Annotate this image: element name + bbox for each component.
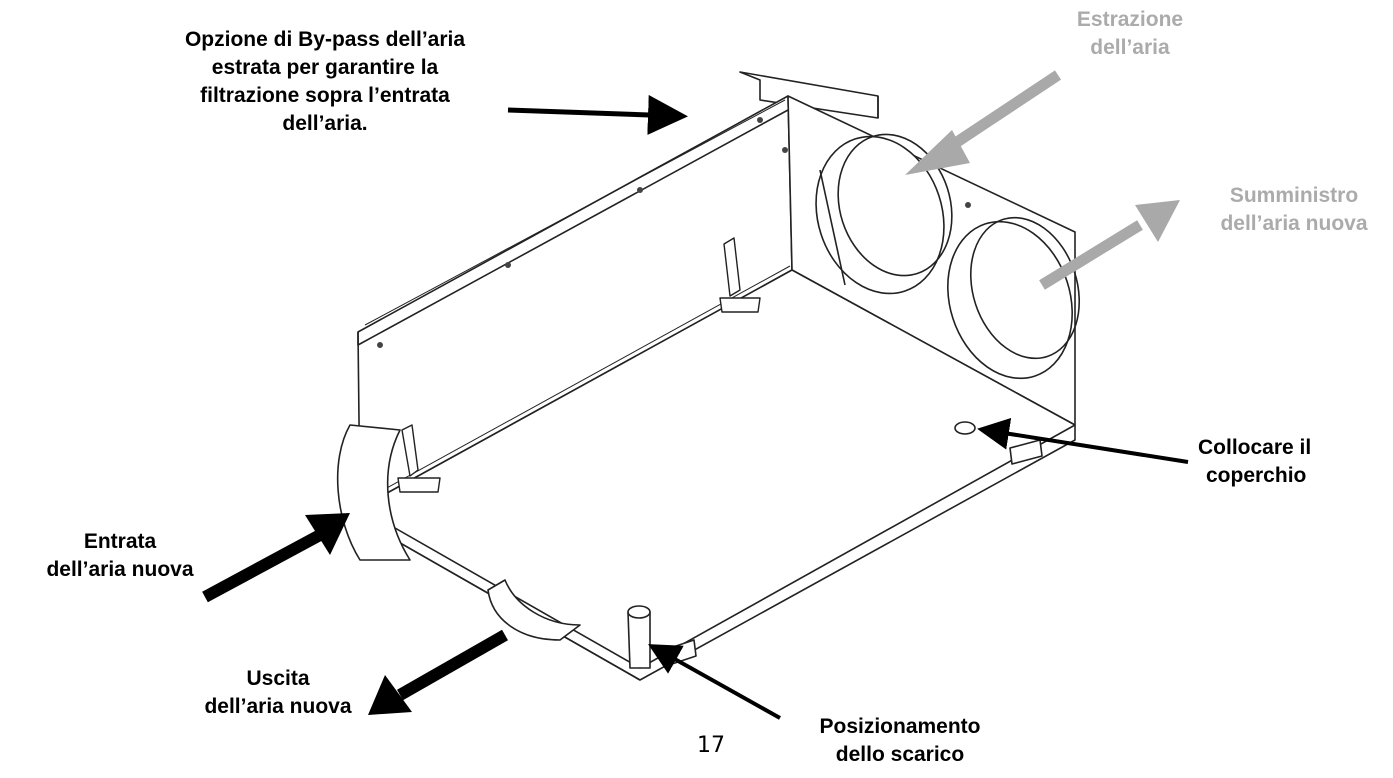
page-number: 17: [697, 733, 725, 758]
extraction-label: Estrazione dell’aria: [1076, 8, 1184, 59]
drain-arrow: [648, 644, 781, 720]
inlet-arrow: [202, 513, 350, 603]
ventilation-unit: [336, 71, 1081, 681]
cover-arrow: [977, 417, 1189, 464]
outlet-label: Uscita dell’aria nuova: [204, 667, 352, 718]
outlet-arrow: [368, 629, 508, 715]
inlet-label: Entrata dell’aria nuova: [46, 530, 194, 581]
supply-label: Sumministro dell’aria nuova: [1220, 184, 1368, 235]
bypass-arrow: [507, 94, 688, 135]
extraction-arrow: [905, 70, 1062, 175]
bypass-label: Opzione di By-pass dell’aria estrata per…: [184, 28, 466, 135]
cover-label: Collocare il coperchio: [1198, 436, 1312, 487]
drain-label: Posizionamento dello scarico: [819, 715, 981, 766]
supply-arrow: [1039, 200, 1180, 290]
